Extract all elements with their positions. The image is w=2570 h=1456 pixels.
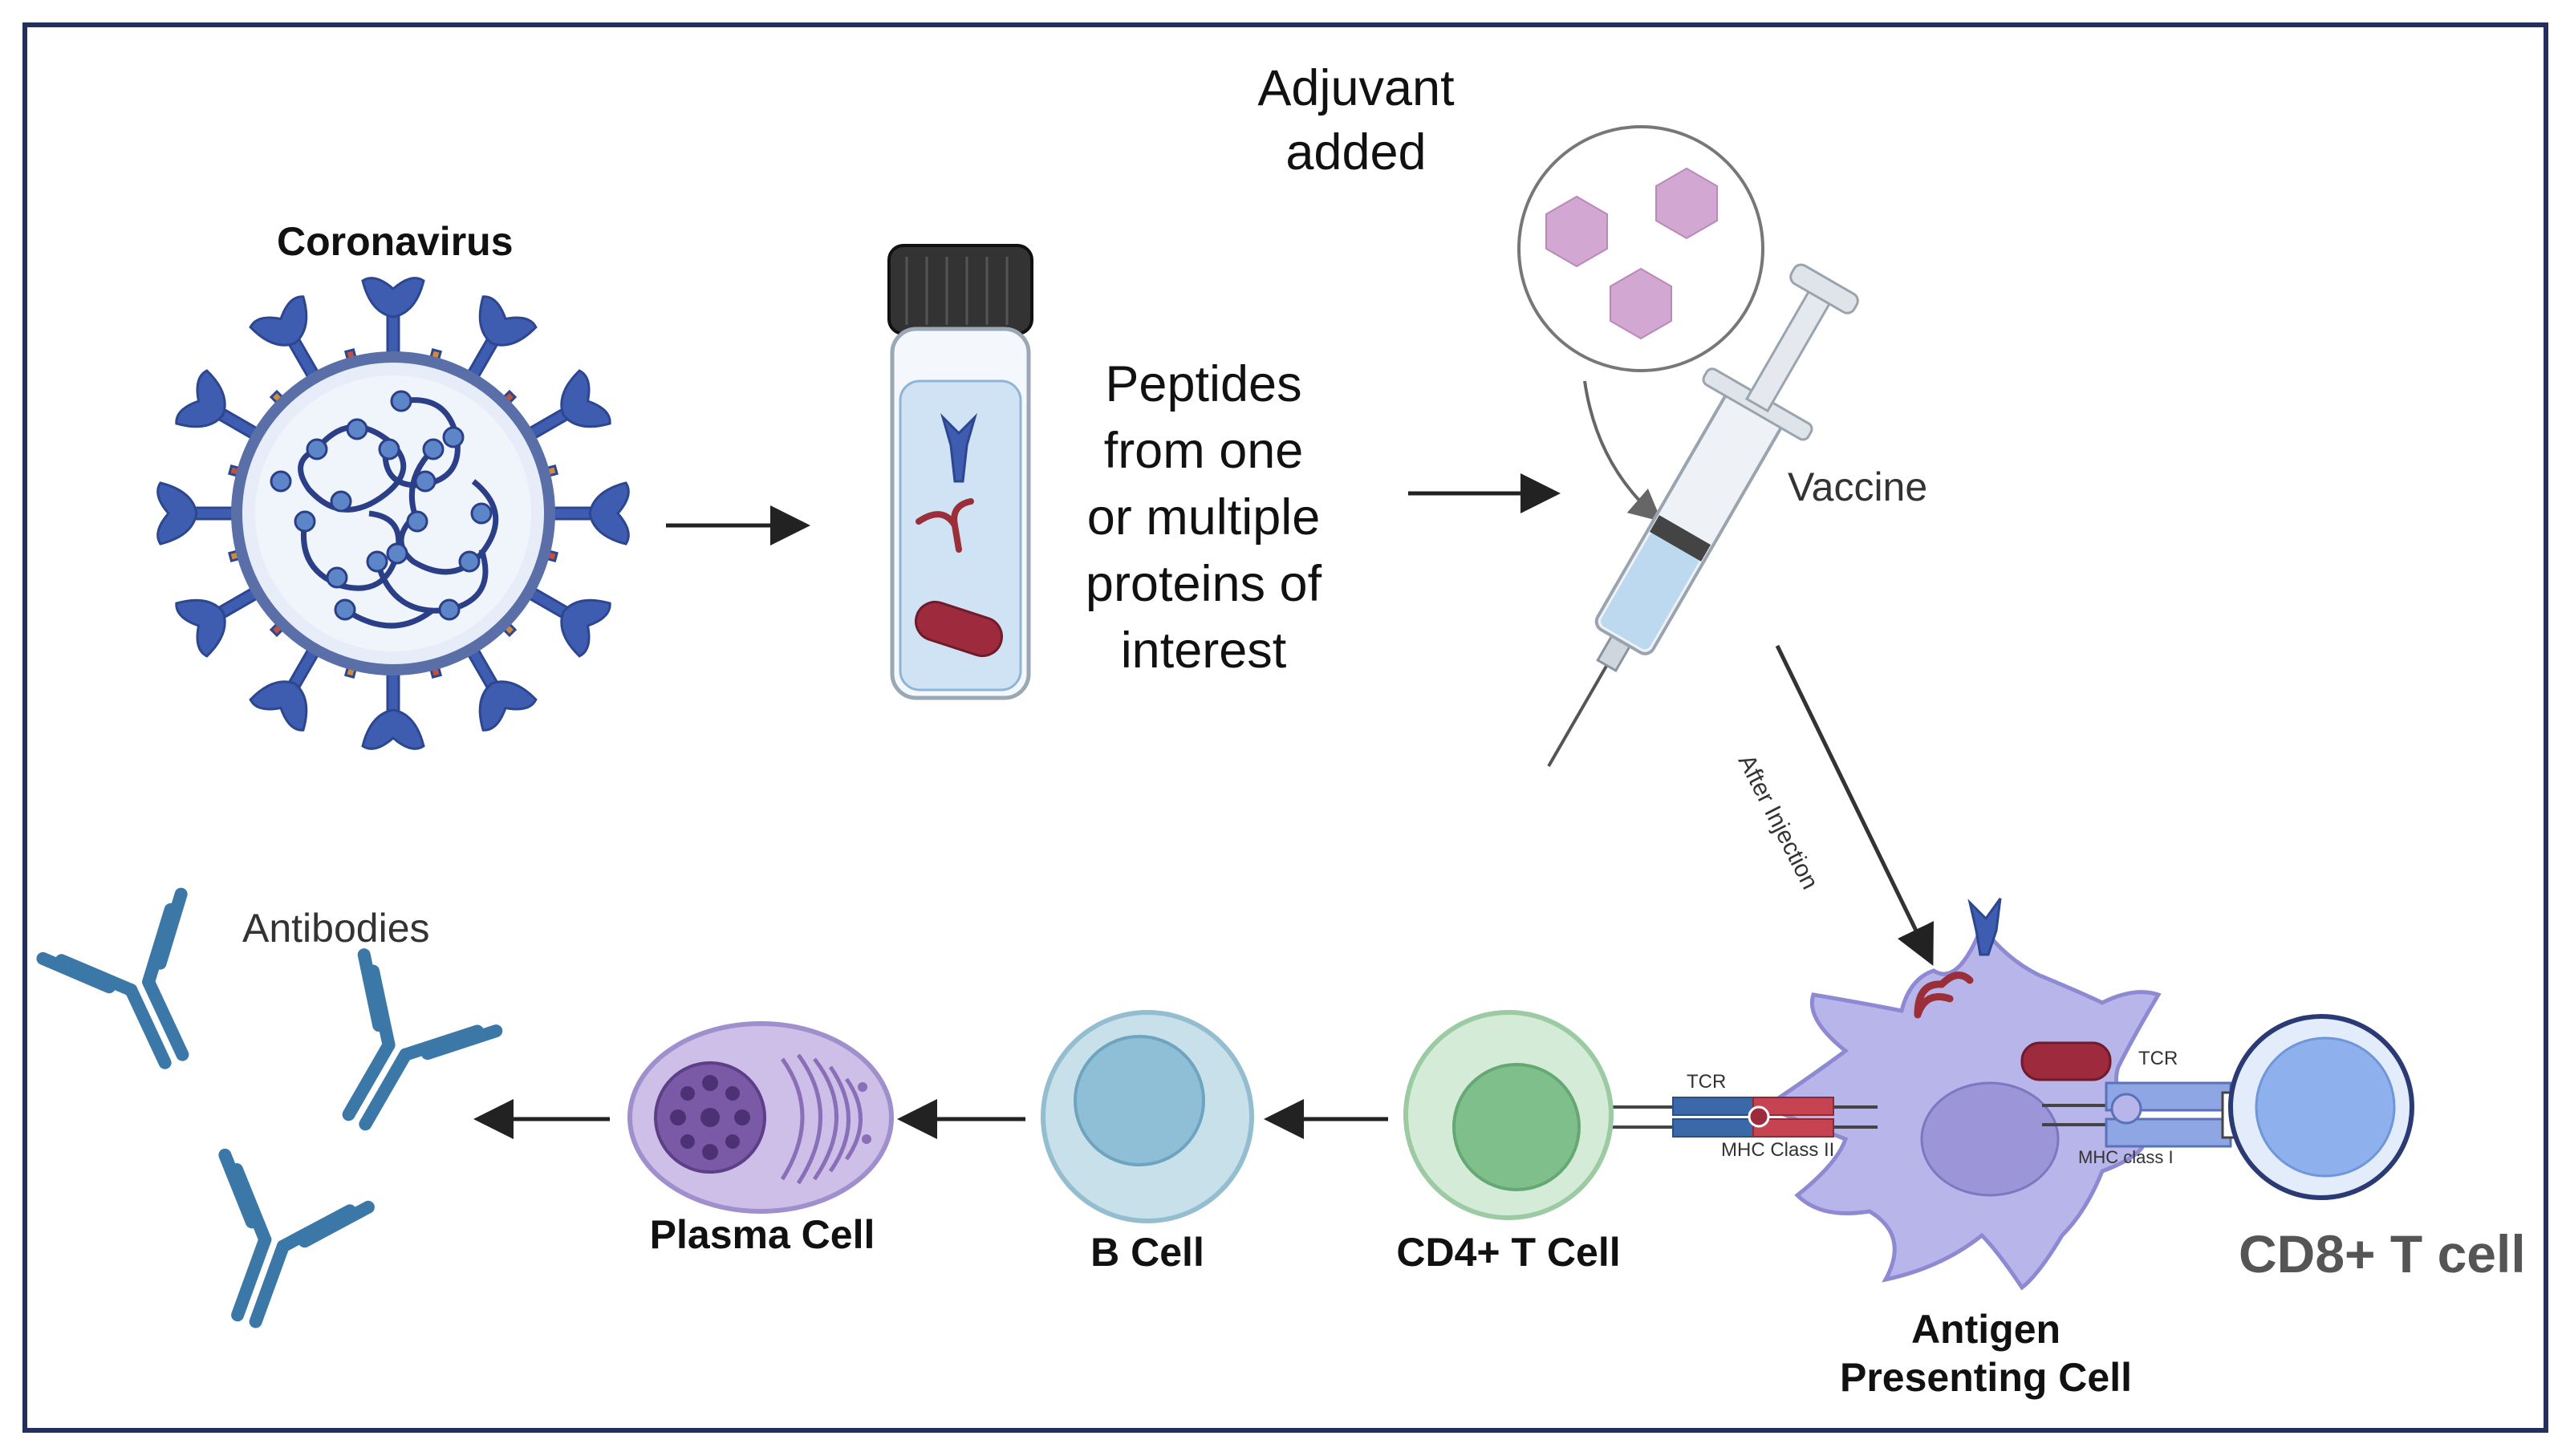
antibody-icon [218, 1148, 375, 1328]
spike-protein-icon [361, 666, 425, 750]
adjuvant-line-2: added [1285, 124, 1427, 180]
arrow-after-injection [1775, 644, 1934, 966]
adjuvant-label: Adjuvant added [1212, 56, 1500, 185]
spike-protein-icon [463, 295, 538, 385]
spike-protein-icon [361, 277, 425, 361]
tcr-left-label: TCR [1687, 1071, 1727, 1093]
plasma-cell-label: Plasma Cell [649, 1212, 875, 1257]
arrow-adjuvant-to-syringe [1583, 380, 1663, 522]
syringe-icon [1547, 263, 1859, 768]
peptides-line-3: or multiple [1086, 489, 1321, 545]
cd8-t-cell-label: CD8+ T cell [2239, 1224, 2526, 1284]
adjuvant-line-1: Adjuvant [1257, 60, 1455, 116]
peptides-line-2: from one [1103, 423, 1304, 479]
spike-protein-icon [249, 295, 323, 385]
spike-protein-icon [249, 642, 323, 732]
vaccine-label: Vaccine [1788, 464, 1928, 509]
spike-protein-icon [156, 481, 241, 545]
antibodies-label: Antibodies [242, 906, 430, 951]
antibody-icon [342, 948, 503, 1131]
cd8-t-cell-icon [2228, 1014, 2414, 1200]
spike-protein-icon [175, 369, 265, 444]
peptides-line-1: Peptides [1105, 356, 1302, 412]
spike-protein-icon [463, 642, 538, 732]
peptides-label: Peptides from one or multiple proteins o… [1059, 351, 1348, 684]
mhc-class-i-label: MHC class I [2078, 1147, 2174, 1167]
b-cell-icon [1041, 1010, 1254, 1223]
plasma-cell-icon [627, 1021, 894, 1214]
antigen-presenting-cell-icon [1760, 898, 2162, 1291]
spike-protein-icon [546, 481, 630, 545]
tcr-right-label: TCR [2138, 1048, 2178, 1069]
mhc-class-ii-label: MHC Class II [1721, 1139, 1835, 1161]
spike-protein-icon [522, 369, 611, 444]
peptides-line-4: proteins of [1085, 556, 1322, 612]
apc-line-1: Antigen [1910, 1307, 2061, 1352]
tcr-mhc-ii-complex [1613, 1097, 1878, 1138]
apc-label: Antigen Presenting Cell [1797, 1305, 2174, 1401]
adjuvant-particles-icon [1517, 125, 1764, 372]
cd4-t-cell-label: CD4+ T Cell [1396, 1230, 1621, 1275]
diagram-frame [22, 22, 2548, 1433]
apc-line-2: Presenting Cell [1840, 1355, 2132, 1400]
peptides-line-5: interest [1120, 623, 1287, 679]
spike-protein-icon [522, 583, 611, 658]
antibody-icon [36, 887, 189, 1069]
coronavirus-icon [156, 277, 630, 750]
cd4-t-cell-icon [1403, 1010, 1614, 1220]
b-cell-label: B Cell [1090, 1230, 1204, 1275]
peptide-vial-icon [887, 244, 1033, 700]
coronavirus-label: Coronavirus [277, 219, 514, 264]
